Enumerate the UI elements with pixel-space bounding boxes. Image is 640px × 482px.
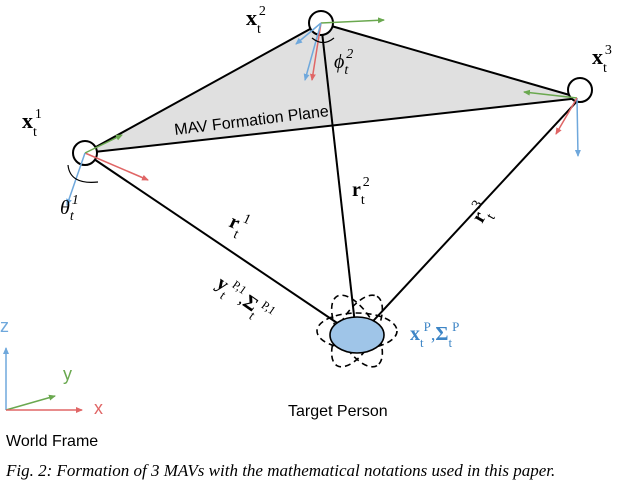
target-person-label: Target Person: [288, 403, 388, 420]
range1-label: rt1: [223, 207, 253, 244]
target-person: [316, 294, 398, 368]
z-axis-label: z: [0, 316, 9, 336]
angle-arc-phi: [311, 37, 335, 44]
range-line-3: [361, 97, 581, 334]
theta-angle-label: θt1: [60, 193, 79, 224]
mav-1: [66, 134, 149, 206]
mav3-position-label: xt3: [592, 43, 612, 76]
target-estimate-ellipse: [329, 316, 385, 354]
mav-3: [523, 77, 593, 157]
mav-2: [295, 10, 385, 81]
mav1-position-label: xt1: [22, 107, 42, 140]
world-frame-axes: z y x: [0, 316, 103, 418]
target-state-label: xtP,ΣtP: [410, 319, 459, 350]
x-axis-label: x: [94, 398, 103, 418]
range-line-1: [84, 152, 353, 334]
y-axis-label: y: [63, 364, 72, 384]
world-frame-label: World Frame: [6, 433, 98, 450]
figure-caption: Fig. 2: Formation of 3 MAVs with the mat…: [5, 461, 555, 480]
phi-angle-label: ϕt2: [334, 47, 353, 78]
range-line-2: [320, 22, 357, 334]
measurement-label: ytP,1,ΣtP,1: [209, 270, 278, 331]
mav2-position-label: xt2: [246, 4, 266, 37]
range2-label: rt2: [352, 175, 370, 208]
angle-arc-theta: [67, 164, 99, 183]
